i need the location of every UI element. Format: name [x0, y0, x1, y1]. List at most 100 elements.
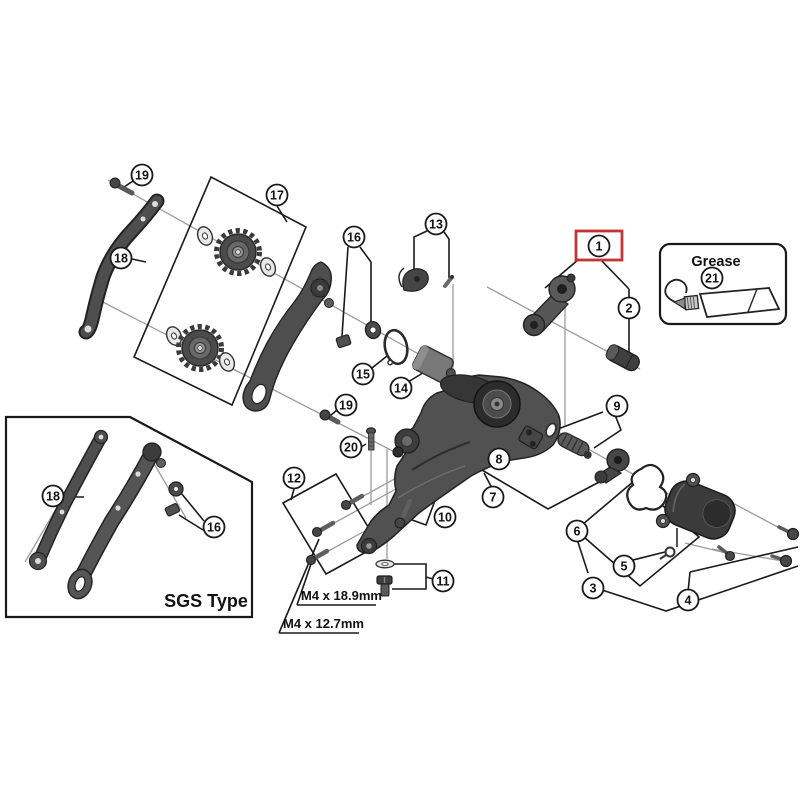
part-sgs-bushing-16	[164, 503, 181, 517]
leader-m4-long	[296, 560, 313, 606]
callout-circle	[676, 588, 700, 612]
part-clip-5	[659, 546, 676, 560]
group-bracket-lines	[64, 175, 799, 634]
part-screw-19-top	[109, 177, 135, 196]
group-bracket-7	[481, 469, 604, 510]
callout-circle	[389, 376, 413, 400]
callout-number: 7	[490, 491, 497, 505]
callout-number: 4	[685, 594, 692, 608]
part-pulley-upper	[214, 228, 262, 276]
callout-circle	[351, 362, 375, 386]
callout-circle	[617, 296, 641, 320]
leader-19b	[329, 409, 338, 417]
callout-8: 8	[487, 447, 511, 471]
group-line-16-right	[359, 246, 372, 324]
callout-circle	[41, 484, 65, 508]
part-pin-13	[443, 275, 454, 288]
callout-19: 19	[334, 393, 358, 417]
part-bracket-axle-1	[522, 273, 576, 337]
part-sgs-inner-plate-18	[28, 429, 109, 571]
callout-5: 5	[612, 554, 636, 578]
callout-number: 8	[496, 453, 503, 467]
callout-circle	[424, 212, 448, 236]
callout-number: 10	[438, 511, 452, 525]
part-bushing-16	[335, 334, 352, 348]
callout-circle	[130, 163, 154, 187]
callout-number: 6	[574, 525, 581, 539]
part-seal-ring-15	[383, 328, 409, 366]
callout-number: 3	[590, 582, 597, 596]
callout-circle	[700, 266, 724, 290]
callout-circle	[282, 466, 306, 490]
group-box-17	[132, 175, 308, 407]
part-bolt-20	[365, 427, 377, 451]
callout-4: 4	[676, 588, 700, 612]
callout-circle	[587, 234, 611, 258]
part-washer-screw-11	[375, 559, 395, 597]
group-box-13-right	[443, 231, 450, 278]
callout-17: 17	[265, 183, 289, 207]
callout-18: 18	[109, 246, 133, 270]
part-gasket-6	[626, 463, 668, 511]
bolt-length-short-label: M4 x 12.7mm	[283, 616, 364, 631]
callout-9: 9	[605, 394, 629, 418]
callout-6: 6	[565, 519, 589, 543]
part-cable-guide-13	[398, 267, 429, 292]
group-bracket-3-4	[598, 565, 799, 612]
callout-13: 13	[424, 212, 448, 236]
callout-3: 3	[581, 576, 605, 600]
group-box-9-left	[557, 411, 604, 430]
callout-10: 10	[433, 505, 457, 529]
group-box-11	[392, 563, 427, 590]
leader-5	[632, 551, 666, 561]
callout-number: 16	[207, 521, 221, 535]
part-washer	[259, 257, 277, 277]
callout-circle	[565, 519, 589, 543]
highlight-box	[574, 229, 624, 262]
callout-circle	[334, 393, 358, 417]
part-screw-right-1	[777, 525, 800, 541]
grease-tube-icon	[664, 278, 781, 318]
callout-15: 15	[351, 362, 375, 386]
callout-14: 14	[389, 376, 413, 400]
callout-number: 18	[46, 490, 60, 504]
part-clamp-8	[518, 425, 544, 450]
callout-number: 14	[394, 382, 408, 396]
callout-circle	[481, 485, 505, 509]
callout-number: 2	[626, 302, 633, 316]
callout-number: 13	[429, 218, 443, 232]
callout-circle	[339, 435, 363, 459]
leader-1-right	[599, 258, 630, 290]
part-screw-19b	[319, 409, 341, 425]
callout-number: 19	[135, 169, 149, 183]
part-washer	[218, 352, 236, 372]
callout-20: 20	[339, 435, 363, 459]
part-pulley-lower	[176, 324, 224, 372]
callout-1: 1	[574, 229, 624, 262]
part-bolt-2	[605, 344, 640, 372]
callout-circle	[342, 225, 366, 249]
callout-circle	[433, 505, 457, 529]
sgs-type-box	[4, 415, 254, 619]
part-bellcrank-7	[594, 448, 630, 484]
group-box-13-left	[413, 230, 428, 278]
part-outer-plate	[242, 261, 334, 412]
part-washer-16	[364, 320, 382, 340]
callout-circle	[581, 576, 605, 600]
part-oring-9	[544, 422, 558, 438]
callout-19: 19	[130, 163, 154, 187]
part-sgs-washer-16	[168, 481, 184, 497]
callout-18: 18	[41, 484, 65, 508]
grease-label: Grease	[691, 254, 740, 270]
callout-16: 16	[202, 515, 226, 539]
callout-11: 11	[431, 569, 455, 593]
part-bellows-9	[557, 432, 592, 459]
callout-number: 9	[614, 400, 621, 414]
part-screw-right-2	[770, 554, 793, 568]
callout-12: 12	[282, 466, 306, 490]
sgs-type-label: SGS Type	[164, 591, 248, 611]
part-bolt-10	[394, 498, 413, 529]
callout-number: 18	[114, 252, 128, 266]
